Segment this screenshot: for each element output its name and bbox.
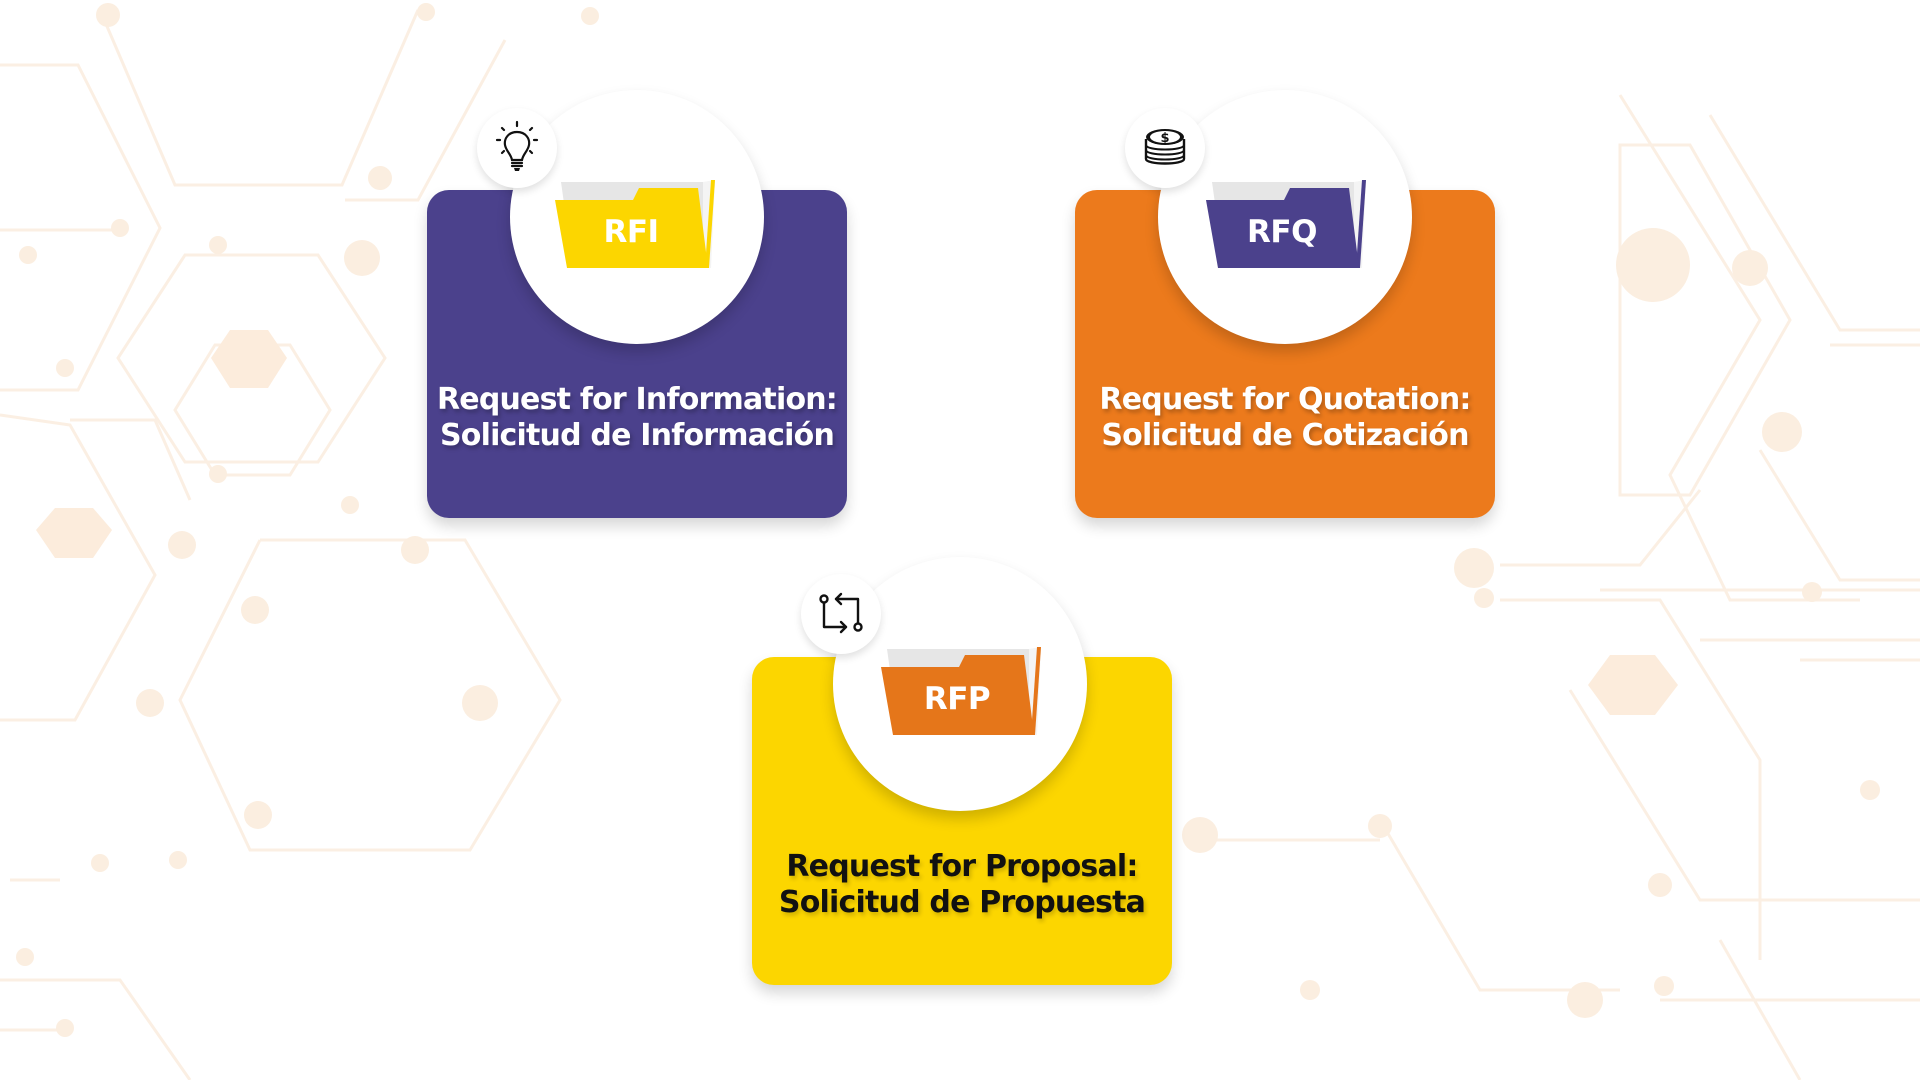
rfq-folder-label: RFQ xyxy=(1247,214,1317,250)
rfi-title-english: Request for Information: xyxy=(436,382,838,417)
lightbulb-icon xyxy=(495,120,539,171)
rfp-icon-badge xyxy=(801,574,881,654)
rfi-folder-label: RFI xyxy=(603,214,659,250)
rfi-folder-icon: RFI xyxy=(553,178,723,274)
svg-text:$: $ xyxy=(1160,131,1169,146)
process-flow-icon xyxy=(819,592,863,634)
rfi-icon-badge xyxy=(477,108,557,188)
rfi-card-title: Request for Information: Solicitud de In… xyxy=(427,382,847,454)
coins-icon: $ xyxy=(1144,129,1186,165)
rfq-card-title: Request for Quotation: Solicitud de Coti… xyxy=(1075,382,1495,454)
rfi-title-spanish: Solicitud de Información xyxy=(439,418,835,453)
rfp-card: Request for Proposal: Solicitud de Propu… xyxy=(752,657,1172,985)
rfq-title-english: Request for Quotation: xyxy=(1099,382,1471,417)
rfq-folder-icon: RFQ xyxy=(1204,178,1374,274)
rfp-title-spanish: Solicitud de Propuesta xyxy=(778,885,1146,920)
rfq-icon-badge: $ xyxy=(1125,108,1205,188)
rfp-folder-icon: RFP xyxy=(879,645,1049,741)
rfp-title-english: Request for Proposal: xyxy=(786,849,1138,884)
rfp-card-title: Request for Proposal: Solicitud de Propu… xyxy=(752,849,1172,921)
rfp-folder-label: RFP xyxy=(923,681,991,717)
rfq-title-spanish: Solicitud de Cotización xyxy=(1101,418,1469,453)
